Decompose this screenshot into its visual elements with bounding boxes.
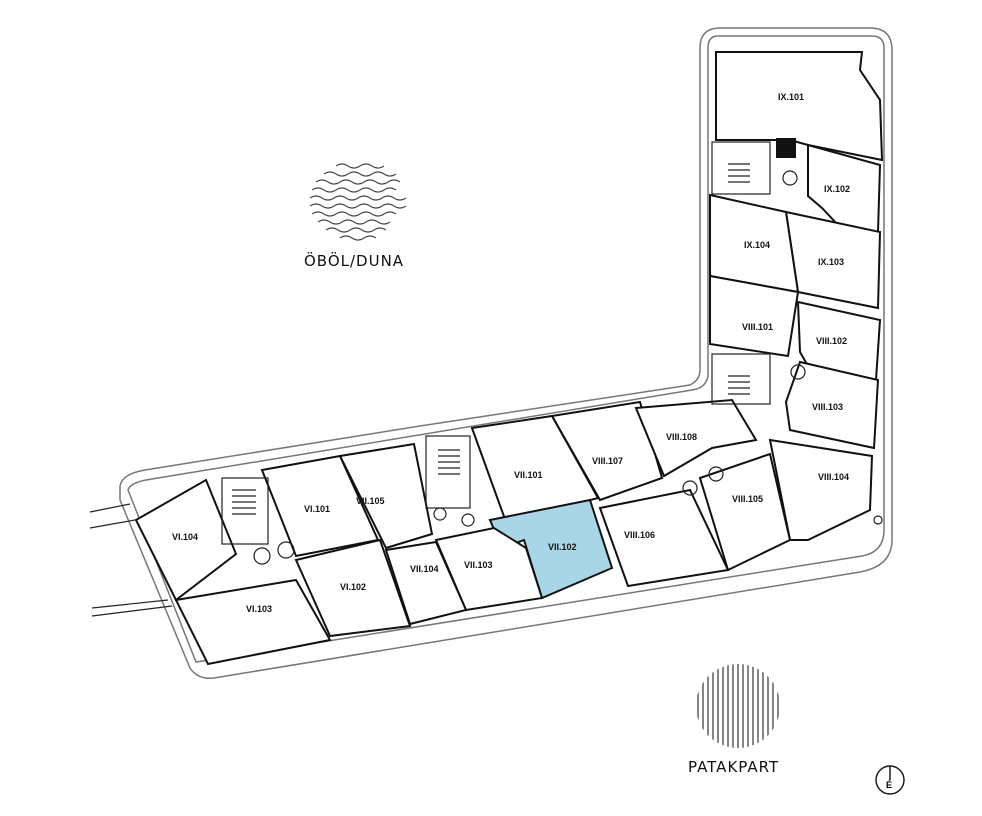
stream-lines-icon xyxy=(697,664,779,748)
unit-label: IX.102 xyxy=(824,184,850,194)
unit-viii-101[interactable] xyxy=(709,274,800,358)
unit-labels: IX.101 IX.102 IX.103 IX.104 VIII.101 VII… xyxy=(172,92,850,614)
stair-cores xyxy=(221,138,796,545)
access-path xyxy=(91,599,173,617)
unit-label: VI.102 xyxy=(340,582,366,592)
north-landmark-label: ÖBÖL/DUNA xyxy=(304,251,404,270)
unit-vi-102[interactable] xyxy=(294,538,412,638)
unit-vi-104[interactable] xyxy=(134,478,238,602)
unit-label: IX.101 xyxy=(778,92,804,102)
unit-label: VII.104 xyxy=(410,564,439,574)
unit-label: VI.104 xyxy=(172,532,198,542)
unit-label: VIII.102 xyxy=(816,336,847,346)
south-landmark-label: PATAKPART xyxy=(688,758,779,776)
unit-label: IX.104 xyxy=(744,240,770,250)
unit-label: VII.101 xyxy=(514,470,543,480)
unit-label: VII.103 xyxy=(464,560,493,570)
unit-vii-104[interactable] xyxy=(384,540,468,626)
building-inner-outline xyxy=(127,35,885,663)
compass-letter: É xyxy=(886,780,892,790)
unit-label: VI.101 xyxy=(304,504,330,514)
compass-icon: É xyxy=(875,765,905,795)
unit-label: VIII.104 xyxy=(818,472,849,482)
door-swings xyxy=(253,170,883,565)
unit-label: VIII.107 xyxy=(592,456,623,466)
unit-viii-103[interactable] xyxy=(784,360,880,450)
unit-vii-105[interactable] xyxy=(338,442,434,550)
unit-label: VIII.108 xyxy=(666,432,697,442)
unit-ix-101[interactable] xyxy=(715,51,884,162)
unit-label: VIII.103 xyxy=(812,402,843,412)
unit-grid xyxy=(134,51,884,666)
unit-label: VII.105 xyxy=(356,496,385,506)
unit-vii-101[interactable] xyxy=(470,414,600,524)
unit-viii-105[interactable] xyxy=(698,452,792,572)
unit-label: VII.102 xyxy=(548,542,577,552)
building-outline xyxy=(119,27,893,680)
unit-label: VIII.105 xyxy=(732,494,763,504)
water-waves-icon xyxy=(309,163,407,241)
unit-label: VIII.106 xyxy=(624,530,655,540)
unit-label: IX.103 xyxy=(818,257,844,267)
unit-label: VI.103 xyxy=(246,604,272,614)
unit-viii-106[interactable] xyxy=(598,488,730,588)
unit-viii-108[interactable] xyxy=(634,398,758,478)
unit-vi-103[interactable] xyxy=(174,578,332,666)
unit-label: VIII.101 xyxy=(742,322,773,332)
access-path xyxy=(89,503,136,529)
